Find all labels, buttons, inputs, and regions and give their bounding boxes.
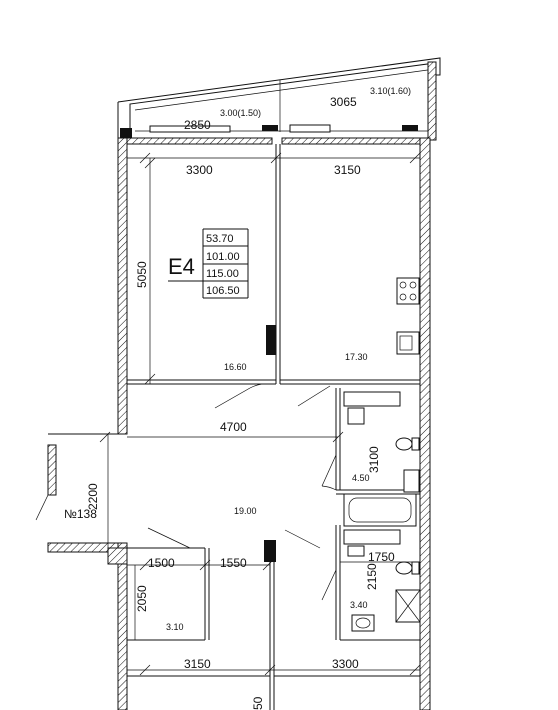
dim-balcony-note-left: 3.00(1.50) [220, 108, 261, 118]
shower-icon [395, 589, 421, 623]
room-area-bath: 4.50 [352, 473, 370, 483]
area-living: 53.70 [206, 233, 234, 245]
dim-closet-depth: 2050 [135, 585, 149, 612]
dim-corridor-width: 1550 [220, 556, 247, 570]
dim-wc-depth: 2150 [365, 563, 379, 590]
fixtures [343, 277, 421, 632]
wc-sink-icon [351, 614, 375, 632]
area-with-balcony: 115.00 [206, 268, 239, 280]
doors [35, 383, 337, 601]
exterior-walls [47, 137, 431, 710]
dim-balcony-left: 2850 [184, 118, 211, 132]
bathtub-icon [343, 493, 417, 527]
dim-room1-width: 3300 [186, 163, 213, 177]
dim-bottom-left-width: 3150 [184, 657, 211, 671]
dim-room1-depth: 5050 [135, 261, 149, 288]
kitchen-sink-icon [396, 331, 420, 355]
entrance-number: №138 [64, 507, 97, 521]
dim-hall-length: 4700 [220, 420, 247, 434]
apartment-legend: E4 53.70 101.00 115.00 106.50 [168, 228, 249, 299]
washbasin-icon [403, 469, 420, 493]
dim-closet-width: 1500 [148, 556, 175, 570]
room-area-closet: 3.10 [166, 622, 184, 632]
wc-toilet-icon [395, 561, 420, 575]
room-area-kitchen: 17.30 [345, 352, 368, 362]
dim-room2-width: 3150 [334, 163, 361, 177]
apartment-code: E4 [168, 254, 195, 279]
dimension-lines [99, 152, 421, 676]
toilet-icon [395, 437, 420, 451]
room-area-hall: 19.00 [234, 506, 257, 516]
dim-bath-depth: 3100 [367, 446, 381, 473]
area-reduced: 106.50 [206, 285, 240, 297]
room-labels: 16.60 17.30 19.00 4.50 3.40 3.10 №138 [64, 352, 370, 632]
stove-icon [396, 277, 420, 305]
dim-balcony-right: 3065 [330, 95, 357, 109]
dim-balcony-note-right: 3.10(1.60) [370, 86, 411, 96]
dim-bottom-right-width: 3300 [332, 657, 359, 671]
room-area-bedroom: 16.60 [224, 362, 247, 372]
dim-hall-width: 2200 [86, 483, 100, 510]
room-area-wc: 3.40 [350, 600, 368, 610]
balcony [117, 57, 441, 141]
dim-bottom-partial: 50 [251, 696, 265, 710]
dim-wc-width: 1750 [368, 550, 395, 564]
interior-partitions [127, 144, 420, 710]
area-total: 101.00 [206, 251, 240, 263]
dimension-labels: 2850 3.00(1.50) 3065 3.10(1.60) 3300 315… [86, 86, 411, 710]
